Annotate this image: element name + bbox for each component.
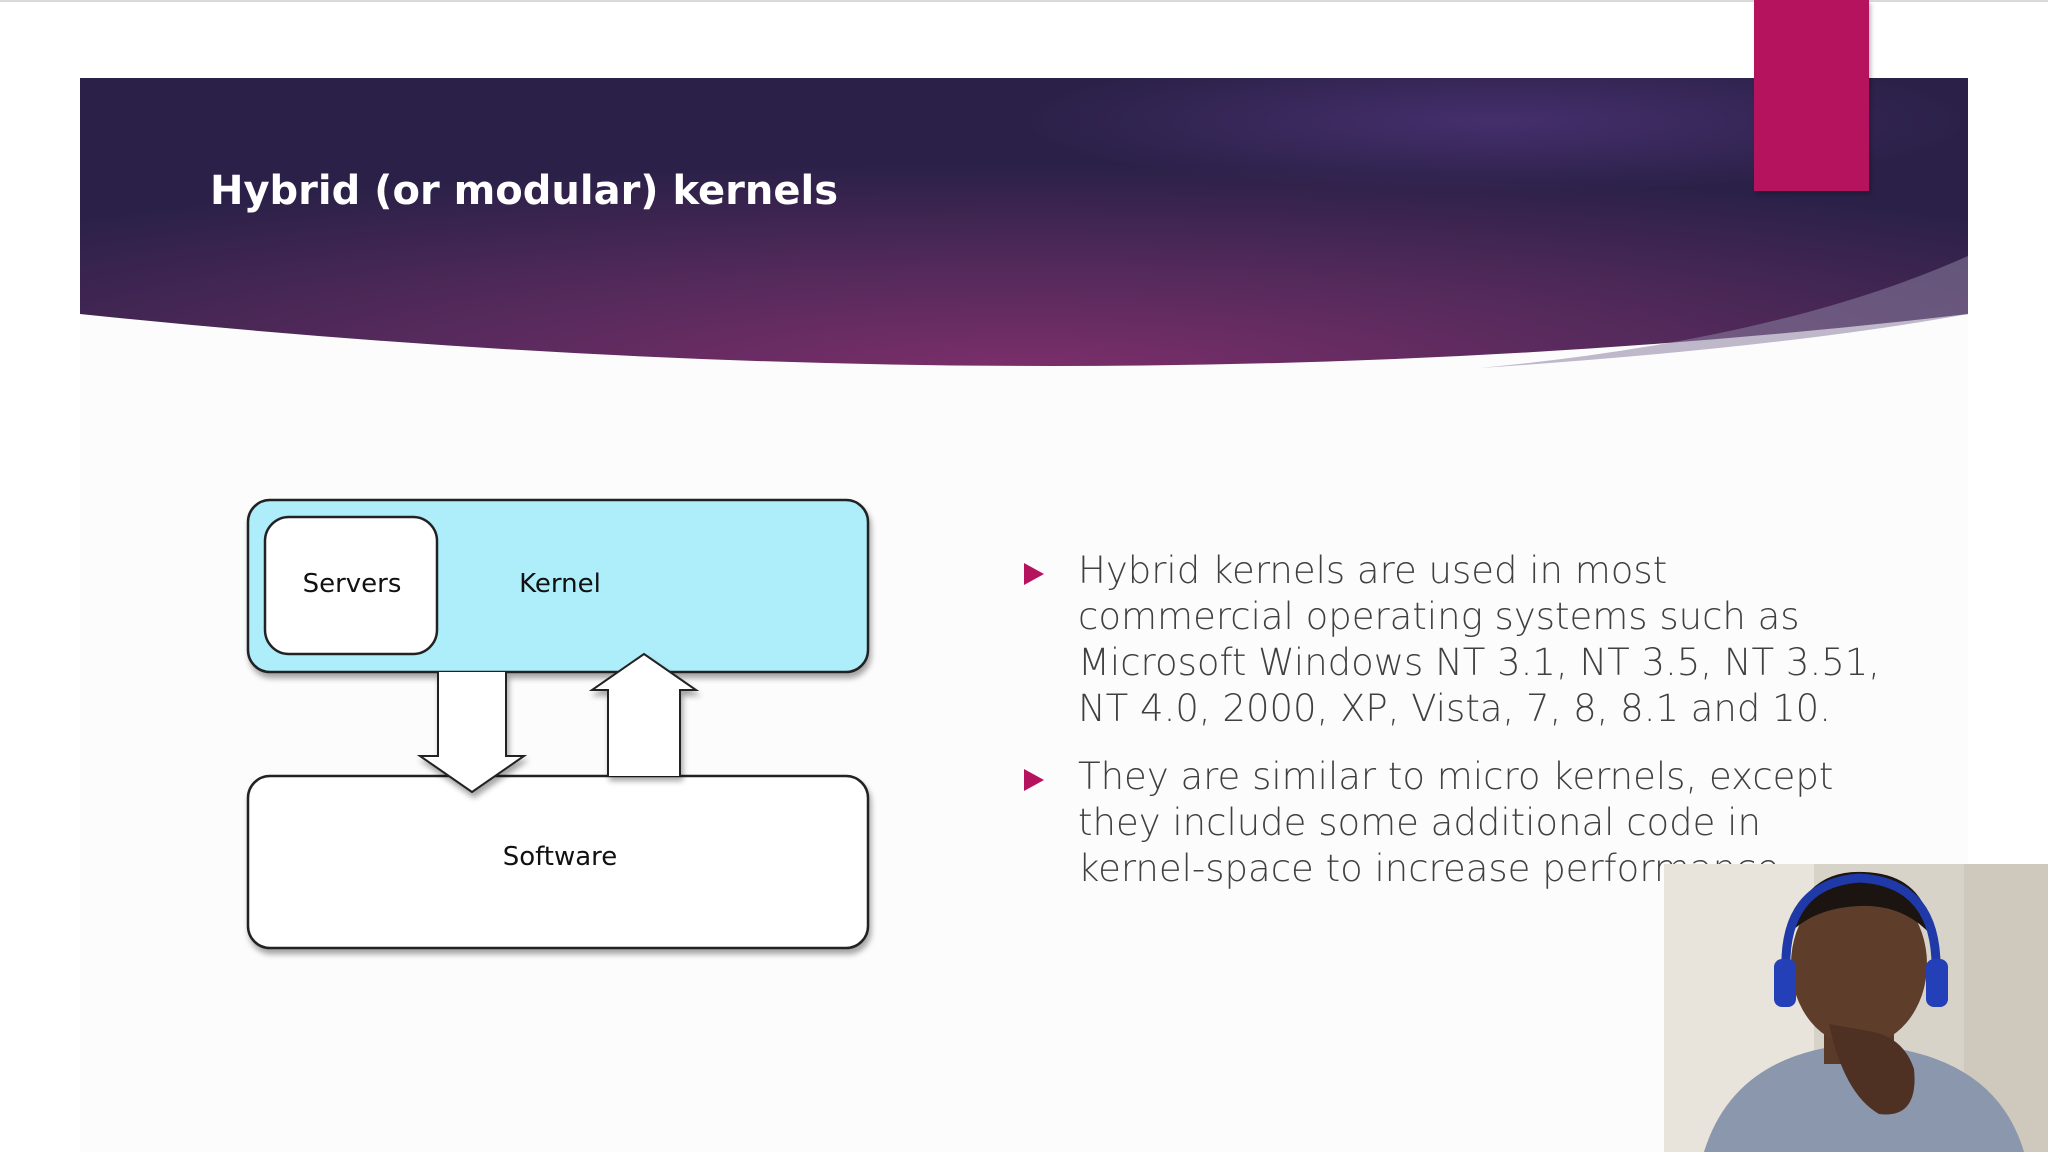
title-banner bbox=[80, 78, 1968, 383]
up-arrow-icon bbox=[588, 652, 700, 776]
list-item: They are similar to micro kernels, excep… bbox=[1018, 754, 1888, 892]
slide-title: Hybrid (or modular) kernels bbox=[210, 168, 839, 214]
bullet-text: They are similar to micro kernels, excep… bbox=[1078, 755, 1834, 890]
software-label: Software bbox=[502, 842, 618, 872]
servers-label: Servers bbox=[302, 569, 402, 599]
servers-box bbox=[263, 515, 439, 656]
list-item: Hybrid kernels are used in most commerci… bbox=[1018, 548, 1888, 732]
bullet-text: Hybrid kernels are used in most commerci… bbox=[1078, 549, 1881, 730]
presenter-webcam bbox=[1664, 864, 2048, 1152]
software-box bbox=[246, 774, 870, 950]
kernel-diagram: Servers Kernel Software bbox=[240, 492, 880, 962]
triangle-bullet-icon bbox=[1024, 769, 1044, 791]
down-arrow-icon bbox=[416, 672, 528, 794]
top-divider bbox=[0, 0, 2048, 2]
bullet-list: Hybrid kernels are used in most commerci… bbox=[1018, 548, 1888, 914]
accent-tab bbox=[1754, 0, 1869, 191]
triangle-bullet-icon bbox=[1024, 563, 1044, 585]
kernel-label: Kernel bbox=[519, 569, 601, 599]
presenter-video-icon bbox=[1664, 864, 2048, 1152]
